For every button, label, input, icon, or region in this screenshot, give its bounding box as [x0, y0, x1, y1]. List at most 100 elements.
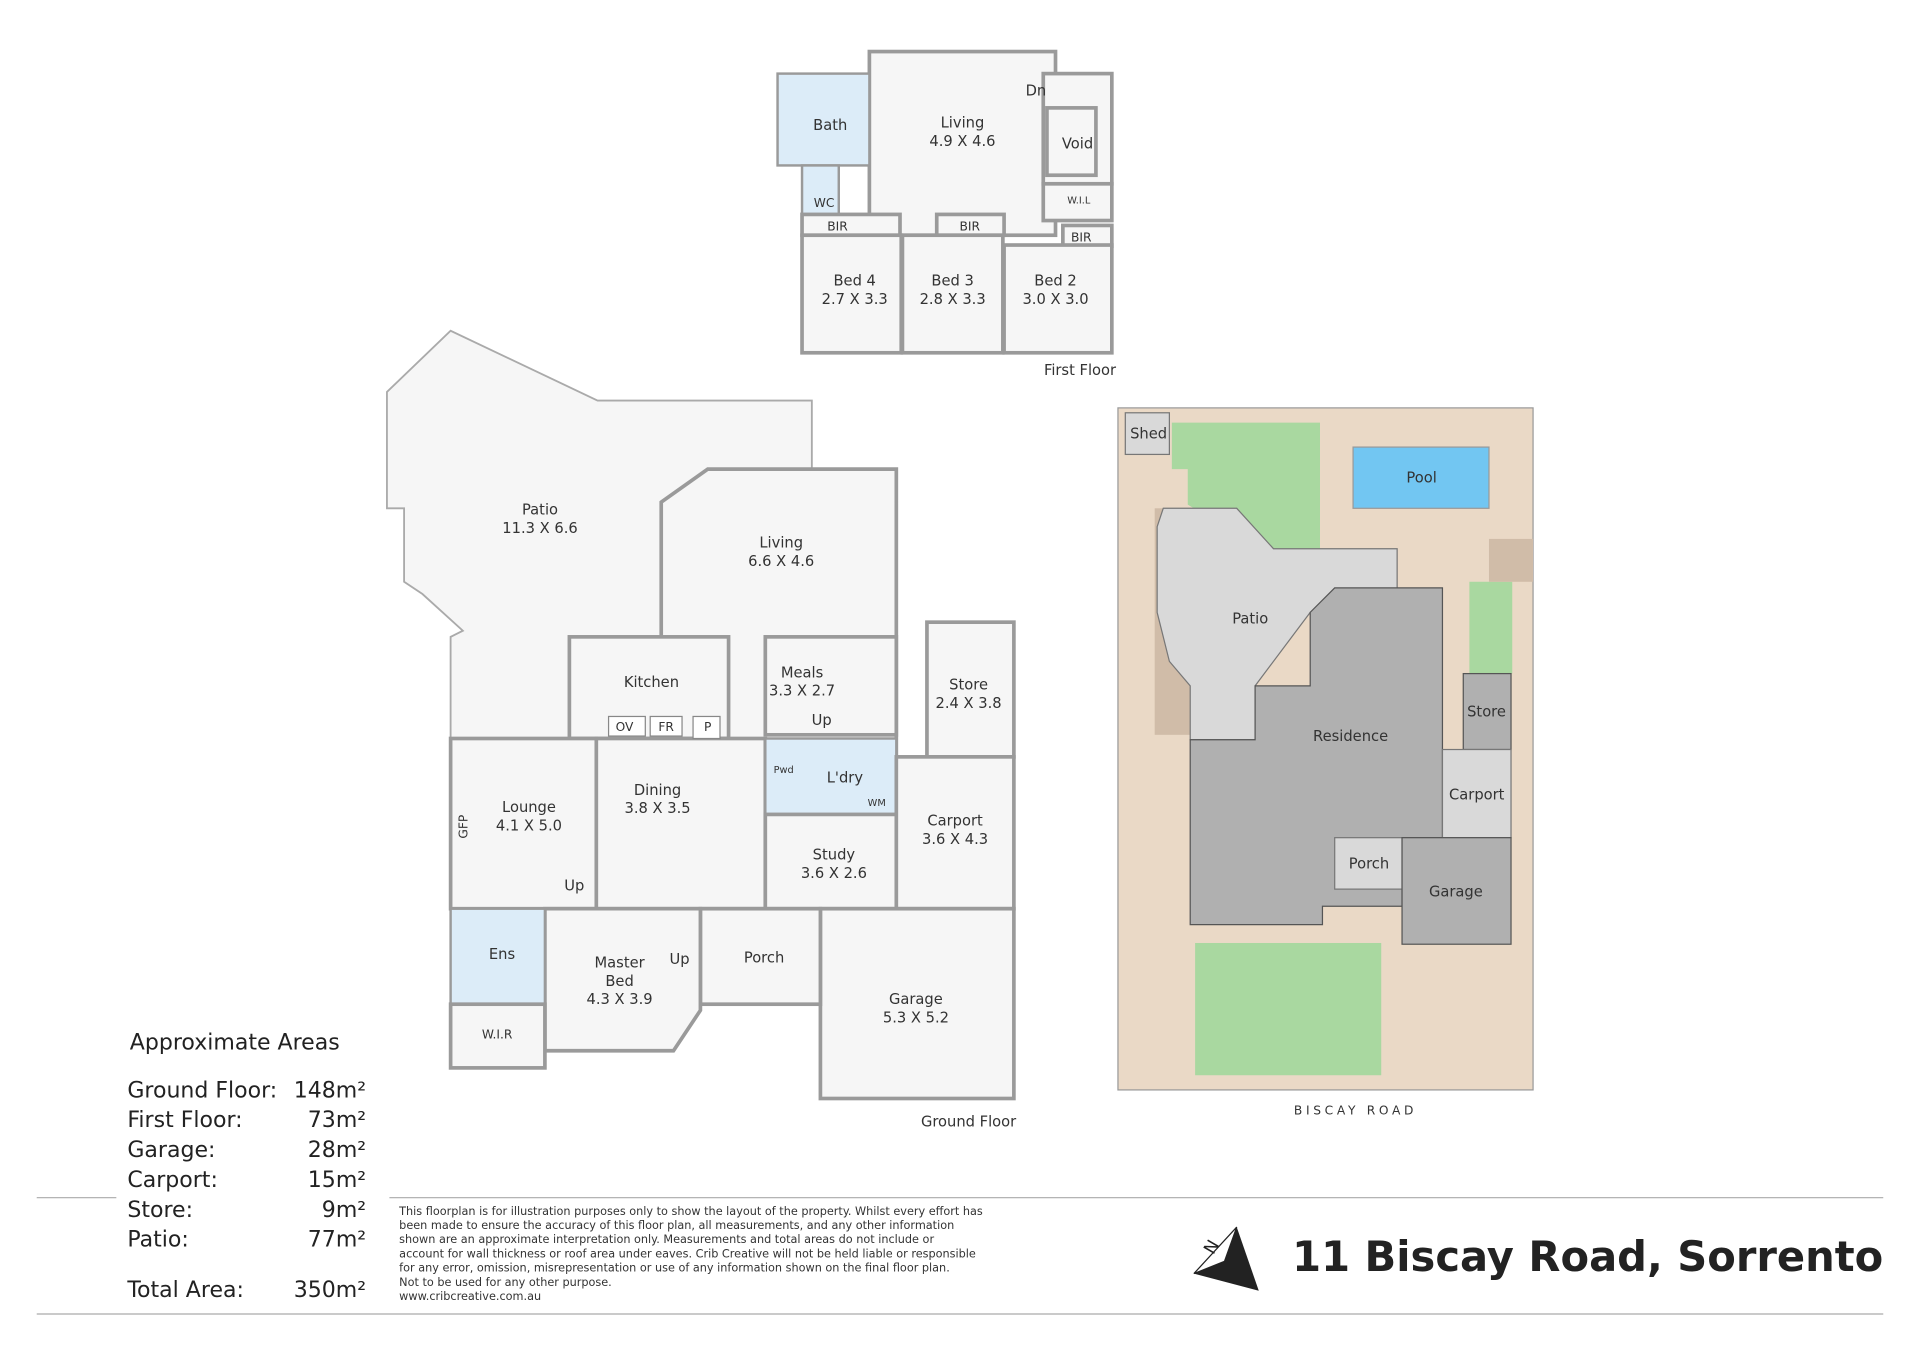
- lounge-room: [448, 736, 599, 911]
- first-floor-plan: Bath WC Living 4.9 X 4.6 Dn Void W.I.L B…: [776, 49, 1117, 379]
- areas-table: Approximate Areas Ground Floor: 148m² Firs…: [126, 1031, 366, 1303]
- label: BIR: [960, 219, 981, 233]
- area-label: First Floor:: [127, 1108, 242, 1133]
- disclaimer-line: www.cribcreative.com.au: [399, 1290, 541, 1303]
- area-value: 9m²: [322, 1198, 366, 1223]
- label: Dn: [1026, 83, 1047, 100]
- label: Store: [949, 677, 988, 694]
- label: BIR: [1071, 230, 1092, 244]
- area-label: Ground Floor:: [127, 1078, 277, 1103]
- label: Master: [595, 954, 646, 971]
- area-value: 148m²: [294, 1078, 366, 1103]
- area-label: Carport:: [127, 1168, 218, 1193]
- area-label: Patio:: [127, 1228, 188, 1253]
- carport: [894, 755, 1016, 911]
- label: 3.3 X 2.7: [769, 683, 835, 700]
- label: 3.6 X 2.6: [801, 865, 867, 882]
- label: Bath: [813, 117, 847, 134]
- label: Study: [813, 847, 856, 864]
- label: W.I.L: [1067, 195, 1091, 206]
- site-plan: Shed Pool Patio Residence Store Carport …: [1117, 407, 1534, 1117]
- label: L'dry: [827, 770, 864, 787]
- label: 2.7 X 3.3: [822, 291, 888, 308]
- label: Kitchen: [624, 674, 679, 691]
- label: Carport: [927, 812, 983, 829]
- area-value: 77m²: [308, 1228, 366, 1253]
- store-room: [925, 620, 1016, 759]
- area-value: 28m²: [308, 1138, 366, 1163]
- label: Shed: [1130, 426, 1167, 443]
- disclaimer-line: shown are an approximate interpretation …: [399, 1233, 934, 1246]
- label: 4.3 X 3.9: [587, 991, 653, 1008]
- label: Void: [1062, 135, 1093, 152]
- label: BIR: [827, 219, 848, 233]
- label: GFP: [457, 815, 471, 839]
- label: Garage: [889, 991, 943, 1008]
- ground-floor-plan: Patio 11.3 X 6.6 Living 6.6 X 4.6 Kitche…: [386, 329, 1017, 1131]
- label: Dining: [634, 782, 681, 799]
- label: 3.6 X 4.3: [922, 831, 988, 848]
- label: WC: [814, 196, 835, 210]
- porch: [698, 906, 823, 1007]
- bath-room: [776, 72, 871, 167]
- label: Pool: [1406, 470, 1436, 487]
- label: Store: [1467, 703, 1506, 720]
- label: Up: [812, 712, 832, 729]
- wir-room: [448, 1002, 547, 1070]
- label: Living: [941, 114, 985, 131]
- label: Patio: [1232, 610, 1268, 627]
- label: Bed: [605, 973, 633, 990]
- street-name: BISCAY ROAD: [1294, 1103, 1417, 1117]
- label: Pwd: [774, 765, 794, 776]
- area-value: 15m²: [308, 1168, 366, 1193]
- label: Living: [759, 534, 803, 551]
- area-label: Garage:: [127, 1138, 215, 1163]
- disclaimer-line: account for wall thickness or roof area …: [399, 1247, 976, 1260]
- ground-floor-caption: Ground Floor: [921, 1114, 1017, 1131]
- disclaimer-line: Not to be used for any other purpose.: [399, 1276, 612, 1289]
- areas-heading: Approximate Areas: [130, 1031, 340, 1056]
- disclaimer-line: This floorplan is for illustration purpo…: [398, 1205, 983, 1218]
- ensuite-room: [449, 907, 547, 1006]
- label: Carport: [1449, 787, 1505, 804]
- label: Porch: [744, 950, 784, 967]
- label: Residence: [1313, 728, 1388, 745]
- area-label: Store:: [127, 1198, 193, 1223]
- label: Garage: [1429, 883, 1483, 900]
- label: Ens: [489, 946, 515, 963]
- label: FR: [658, 720, 674, 734]
- label: 2.8 X 3.3: [920, 291, 986, 308]
- label: P: [704, 720, 711, 734]
- label: 11.3 X 6.6: [502, 520, 577, 537]
- label: 3.8 X 3.5: [624, 800, 690, 817]
- bed2-room: [1002, 243, 1114, 355]
- north-arrow-icon: N: [1193, 1226, 1259, 1291]
- label: Lounge: [502, 799, 556, 816]
- label: Meals: [781, 664, 823, 681]
- label: 4.1 X 5.0: [496, 817, 562, 834]
- label: Bed 2: [1034, 272, 1076, 289]
- total-label: Total Area:: [126, 1278, 244, 1303]
- disclaimer-line: been made to ensure the accuracy of this…: [399, 1219, 954, 1232]
- label: WM: [868, 798, 886, 809]
- disclaimer: This floorplan is for illustration purpo…: [398, 1205, 983, 1303]
- label: 3.0 X 3.0: [1022, 291, 1088, 308]
- label: Up: [564, 877, 584, 894]
- label: 6.6 X 4.6: [748, 553, 814, 570]
- label: Porch: [1349, 855, 1389, 872]
- label: 2.4 X 3.8: [936, 695, 1002, 712]
- disclaimer-line: for any error, omission, misrepresentati…: [399, 1262, 950, 1275]
- label: OV: [616, 720, 634, 734]
- first-floor-caption: First Floor: [1044, 362, 1117, 379]
- label: 4.9 X 4.6: [929, 133, 995, 150]
- garage: [818, 906, 1016, 1101]
- stair-void: [1041, 71, 1114, 186]
- area-value: 73m²: [308, 1108, 366, 1133]
- property-title: 11 Biscay Road, Sorrento: [1292, 1232, 1883, 1281]
- label: Bed 4: [833, 272, 875, 289]
- label: 5.3 X 5.2: [883, 1010, 949, 1027]
- bed4-room: [800, 233, 904, 355]
- label: Bed 3: [931, 272, 973, 289]
- label: W.I.R: [482, 1027, 513, 1041]
